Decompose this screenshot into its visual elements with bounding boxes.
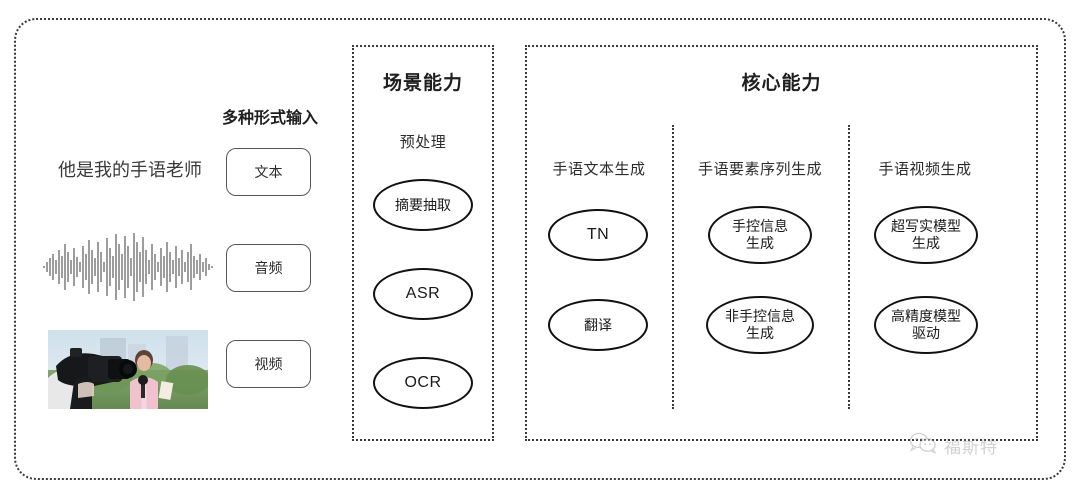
core-column-divider-1 (672, 125, 674, 409)
watermark-text: 福斯特 (944, 438, 998, 457)
core-capability-panel (525, 45, 1038, 441)
core-column-divider-2 (848, 125, 850, 409)
watermark: 福斯特 (908, 432, 998, 459)
core-panel-title: 核心能力 (741, 73, 822, 94)
node-asr[interactable]: ASR (373, 268, 473, 320)
node-ocr[interactable]: OCR (373, 357, 473, 409)
input-section-title: 多种形式输入 (221, 110, 318, 127)
sample-text-input: 他是我的手语老师 (58, 160, 202, 180)
core-column-header-sign-video-generation: 手语视频生成 (878, 161, 972, 178)
modality-box-audio[interactable]: 音频 (226, 244, 311, 292)
scene-capability-panel (352, 45, 494, 441)
node-high-precision-model-driving[interactable]: 高精度模型 驱动 (874, 296, 978, 354)
modality-box-video[interactable]: 视频 (226, 340, 311, 388)
outer-frame (14, 18, 1066, 480)
scene-panel-title: 场景能力 (382, 73, 463, 94)
modality-box-text[interactable]: 文本 (226, 148, 311, 196)
node-manual-feature-generation[interactable]: 手控信息 生成 (708, 206, 812, 264)
core-column-header-sign-element-sequence-generation: 手语要素序列生成 (697, 161, 822, 178)
scene-column-header-preprocess: 预处理 (399, 134, 447, 151)
node-tn[interactable]: TN (548, 209, 648, 261)
audio-waveform-icon (42, 232, 214, 302)
wechat-icon (908, 432, 938, 459)
node-non-manual-feature-generation[interactable]: 非手控信息 生成 (706, 296, 814, 354)
core-column-header-sign-text-generation: 手语文本生成 (552, 161, 646, 178)
node-photorealistic-model-generation[interactable]: 超写实模型 生成 (874, 206, 978, 264)
node-translation[interactable]: 翻译 (548, 299, 648, 351)
node-summary-extraction[interactable]: 摘要抽取 (373, 179, 473, 231)
video-thumbnail (48, 330, 208, 409)
